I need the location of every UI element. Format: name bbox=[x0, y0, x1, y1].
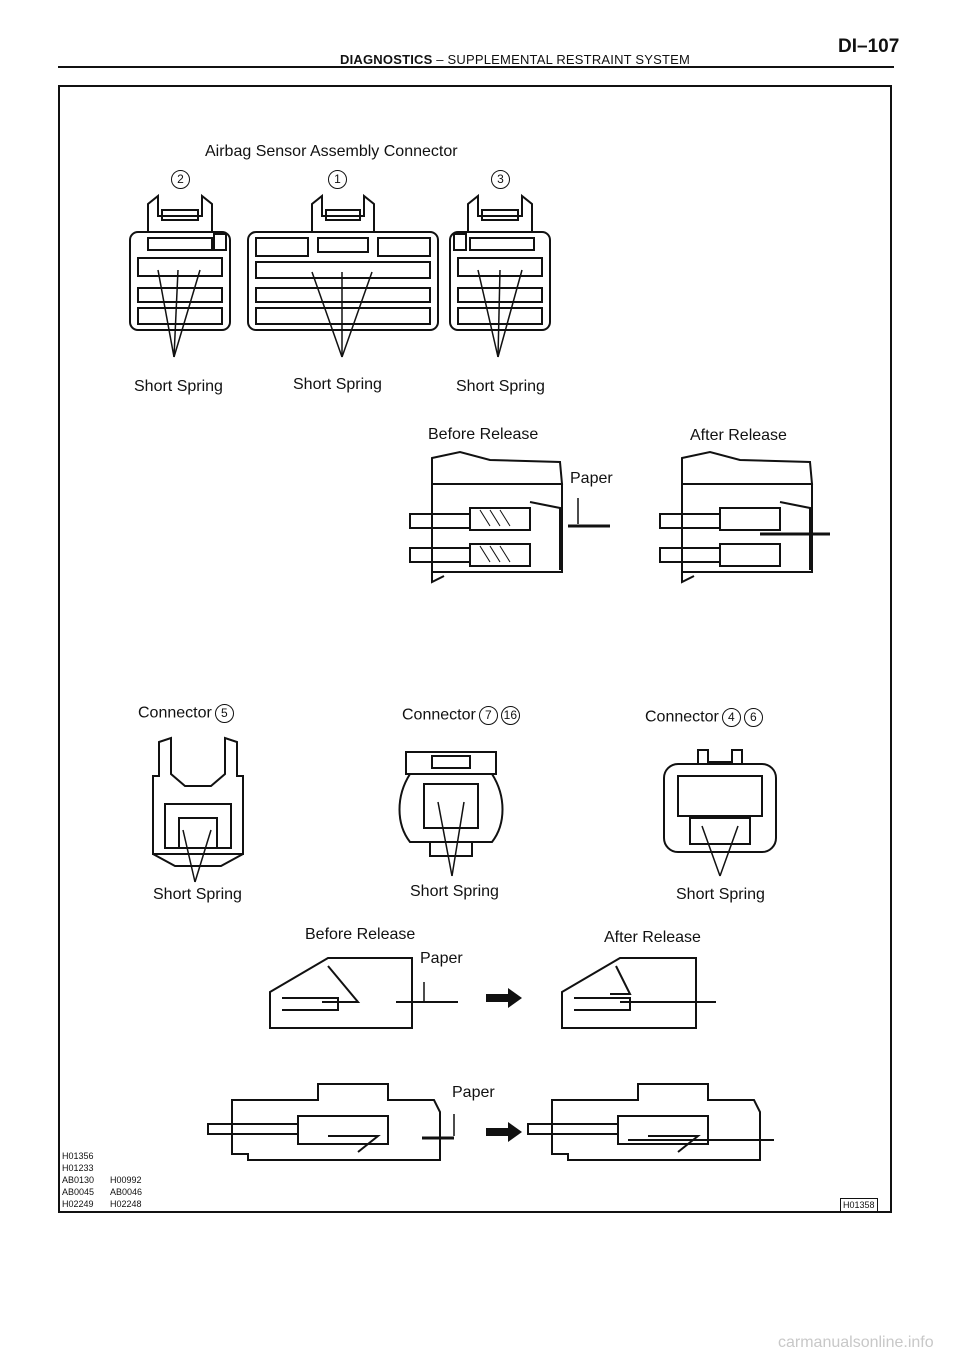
airbag-connector-2-drawing bbox=[129, 193, 231, 358]
header-subsection: SUPPLEMENTAL RESTRAINT SYSTEM bbox=[447, 52, 691, 67]
header-rule bbox=[58, 66, 894, 68]
airbag-connector-3-number: 3 bbox=[488, 170, 510, 189]
figure-refs-right: H00992 AB0046 H02248 bbox=[110, 1175, 143, 1209]
airbag-connector-1-drawing bbox=[247, 193, 439, 358]
release3-after-drawing bbox=[527, 1083, 774, 1161]
connector-7-number: 7 bbox=[478, 706, 498, 725]
release2-after-label: After Release bbox=[604, 929, 701, 946]
airbag-connector-2-number: 2 bbox=[168, 170, 190, 189]
release3-before-drawing bbox=[207, 1083, 455, 1161]
connector-1-spring-label: Short Spring bbox=[293, 376, 382, 393]
figure-ref-corner: H01358 bbox=[840, 1198, 878, 1212]
connector-5-spring-label: Short Spring bbox=[153, 886, 242, 903]
release2-after-drawing bbox=[561, 957, 716, 1029]
release1-before-drawing bbox=[409, 450, 610, 584]
watermark: carmanualsonline.info bbox=[778, 1334, 934, 1351]
connector-4-6-drawing bbox=[663, 749, 777, 877]
release1-after-label: After Release bbox=[690, 427, 787, 444]
release2-paper-label: Paper bbox=[420, 950, 463, 967]
release1-paper-label: Paper bbox=[570, 470, 613, 487]
page-number: DI–107 bbox=[838, 36, 900, 57]
header-section: DIAGNOSTICS bbox=[340, 52, 433, 67]
connector-7-16-drawing bbox=[398, 751, 504, 877]
connector-2-spring-label: Short Spring bbox=[134, 378, 223, 395]
connector-6-number: 6 bbox=[743, 708, 763, 727]
airbag-connector-3-drawing bbox=[449, 193, 551, 358]
release2-before-drawing bbox=[269, 957, 458, 1029]
release1-after-drawing bbox=[659, 450, 830, 584]
airbag-connector-title: Airbag Sensor Assembly Connector bbox=[205, 143, 458, 160]
release3-paper-label: Paper bbox=[452, 1084, 495, 1101]
header-title: DIAGNOSTICS – SUPPLEMENTAL RESTRAINT SYS… bbox=[340, 52, 690, 67]
connector-16-number: 16 bbox=[500, 706, 520, 725]
connector-5-drawing bbox=[152, 736, 244, 883]
connector-3-spring-label: Short Spring bbox=[456, 378, 545, 395]
figure-refs-left: H01356 H01233 AB0130 AB0045 H02249 bbox=[62, 1151, 95, 1209]
connector-7-16-spring-label: Short Spring bbox=[410, 883, 499, 900]
figure-frame bbox=[58, 85, 892, 1213]
release3-arrow-icon bbox=[486, 1122, 522, 1142]
header-dash: – bbox=[436, 52, 444, 67]
connector-4-number: 4 bbox=[721, 708, 741, 727]
release1-before-label: Before Release bbox=[428, 426, 539, 443]
connector-4-6-spring-label: Short Spring bbox=[676, 886, 765, 903]
airbag-connector-1-number: 1 bbox=[325, 170, 347, 189]
release2-arrow-icon bbox=[486, 988, 522, 1008]
release2-before-label: Before Release bbox=[305, 926, 416, 943]
connector-5-number: 5 bbox=[214, 704, 234, 723]
